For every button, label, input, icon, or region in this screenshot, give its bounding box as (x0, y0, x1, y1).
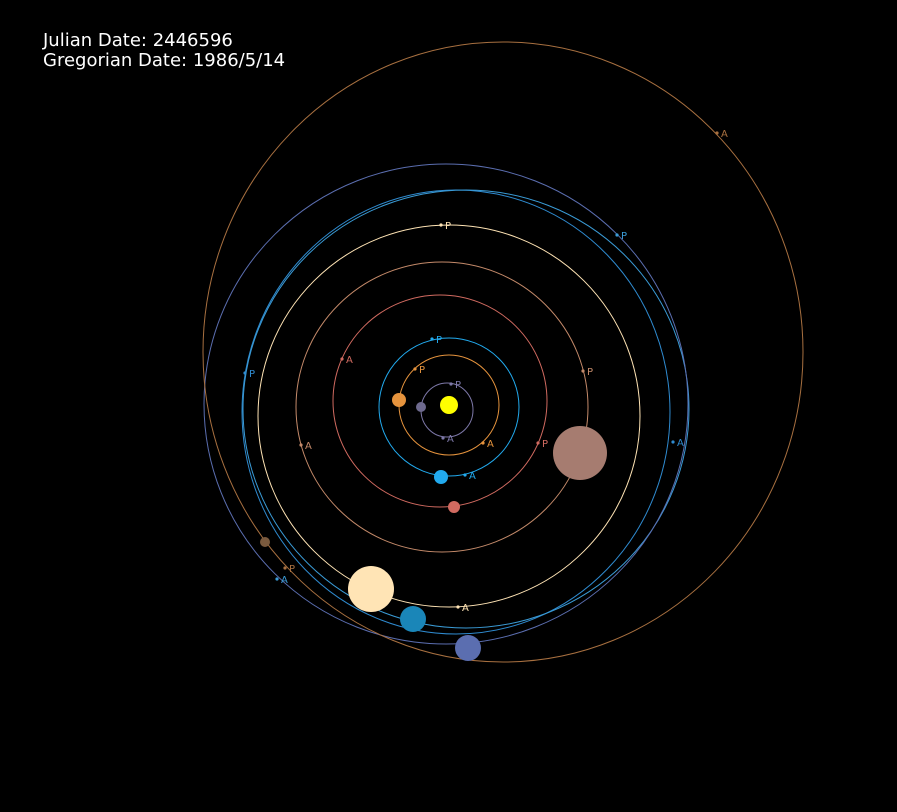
ceres-aphelion-dot (299, 443, 303, 447)
earth-aphelion-marker: A (463, 471, 476, 482)
julian-date: Julian Date: 2446596 (43, 30, 233, 51)
earth-aphelion-dot (463, 473, 467, 477)
mercury-aphelion-dot (441, 436, 445, 440)
earth-aphelion-label: A (469, 471, 476, 482)
mars-aphelion-marker: A (340, 355, 353, 366)
earth-orbit (378, 337, 520, 477)
jupiter-perihelion-dot (243, 371, 247, 375)
earth-perihelion-marker: P (430, 335, 442, 346)
mars-perihelion-label: P (542, 439, 548, 450)
orbits-layer (202, 41, 804, 663)
mars-perihelion-dot (536, 441, 540, 445)
mars-perihelion-marker: P (536, 439, 548, 450)
ceres-perihelion-dot (581, 369, 585, 373)
mercury-perihelion-marker: P (449, 380, 461, 391)
uranus-perihelion-dot (615, 233, 619, 237)
saturn-perihelion-label: P (445, 221, 451, 232)
mercury (416, 402, 426, 412)
mars (448, 501, 460, 513)
venus-perihelion-dot (413, 367, 417, 371)
mercury-perihelion-label: P (455, 380, 461, 391)
saturn-aphelion-label: A (462, 603, 469, 614)
jupiter-perihelion-label: P (249, 369, 255, 380)
jupiter-aphelion-label: A (677, 438, 684, 449)
ceres-aphelion-label: A (305, 441, 312, 452)
ceres-aphelion-marker: A (299, 441, 312, 452)
venus-aphelion-marker: A (481, 439, 494, 450)
uranus (400, 606, 426, 632)
pluto-orbit (202, 41, 804, 663)
pluto-perihelion-label: P (289, 564, 295, 575)
venus-aphelion-label: A (487, 439, 494, 450)
jupiter (553, 426, 607, 480)
pluto-aphelion-label: A (721, 129, 728, 140)
venus (392, 393, 406, 407)
jupiter-aphelion-marker: A (671, 438, 684, 449)
mercury-aphelion-marker: A (441, 434, 454, 445)
saturn-perihelion-dot (439, 223, 443, 227)
earth-perihelion-dot (430, 337, 434, 341)
jupiter-perihelion-marker: P (243, 369, 255, 380)
mercury-aphelion-label: A (447, 434, 454, 445)
venus-perihelion-label: P (419, 365, 425, 376)
pluto-perihelion-marker: P (283, 564, 295, 575)
mars-aphelion-dot (340, 357, 344, 361)
jupiter-aphelion-dot (671, 440, 675, 444)
uranus-aphelion-marker: A (275, 575, 288, 586)
pluto-aphelion-dot (715, 131, 719, 135)
sun (440, 396, 458, 414)
saturn-aphelion-dot (456, 605, 460, 609)
uranus-aphelion-label: A (281, 575, 288, 586)
mercury-perihelion-dot (449, 382, 453, 386)
pluto (260, 537, 270, 547)
earth (434, 470, 448, 484)
pluto-perihelion-dot (283, 566, 287, 570)
ceres-orbit (295, 261, 589, 553)
ceres-perihelion-marker: P (581, 367, 593, 378)
neptune (455, 635, 481, 661)
mars-aphelion-label: A (346, 355, 353, 366)
pluto-aphelion-marker: A (715, 129, 728, 140)
neptune-orbit (203, 163, 689, 645)
saturn-aphelion-marker: A (456, 603, 469, 614)
planets-layer (260, 393, 607, 661)
mars-orbit (332, 294, 548, 508)
uranus-perihelion-marker: P (615, 231, 627, 242)
uranus-perihelion-label: P (621, 231, 627, 242)
earth-perihelion-label: P (436, 335, 442, 346)
ceres-perihelion-label: P (587, 367, 593, 378)
date-readout: Julian Date: 2446596 Gregorian Date: 198… (43, 31, 285, 71)
uranus-aphelion-dot (275, 577, 279, 581)
venus-aphelion-dot (481, 441, 485, 445)
uranus-orbit (242, 189, 690, 629)
saturn-perihelion-marker: P (439, 221, 451, 232)
saturn-orbit (257, 224, 641, 608)
venus-perihelion-marker: P (413, 365, 425, 376)
saturn (348, 566, 394, 612)
gregorian-date: Gregorian Date: 1986/5/14 (43, 50, 286, 71)
